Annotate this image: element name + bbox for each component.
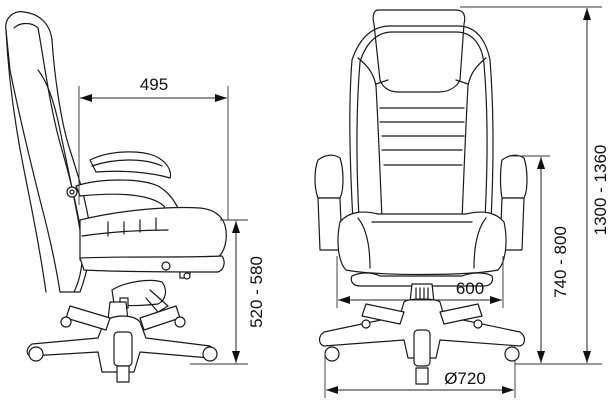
armrest-height-label: 740 - 800 [551,226,570,298]
dimension-seat-height: 520 - 580 [190,219,266,365]
dimension-base-diameter: Ø720 [324,352,516,398]
base-diameter-label: Ø720 [444,369,486,388]
seat-height-label: 520 - 580 [247,256,266,328]
dimension-seat-width: 600 [336,256,504,308]
seat-depth-label: 495 [140,75,168,94]
seat-width-label: 600 [456,279,484,298]
side-view-chair [5,11,227,383]
dimension-seat-depth: 495 [78,75,229,220]
front-view-chair [314,9,528,385]
total-height-label: 1300 - 1360 [591,145,610,236]
dimension-total-height: 1300 - 1360 [460,6,610,365]
